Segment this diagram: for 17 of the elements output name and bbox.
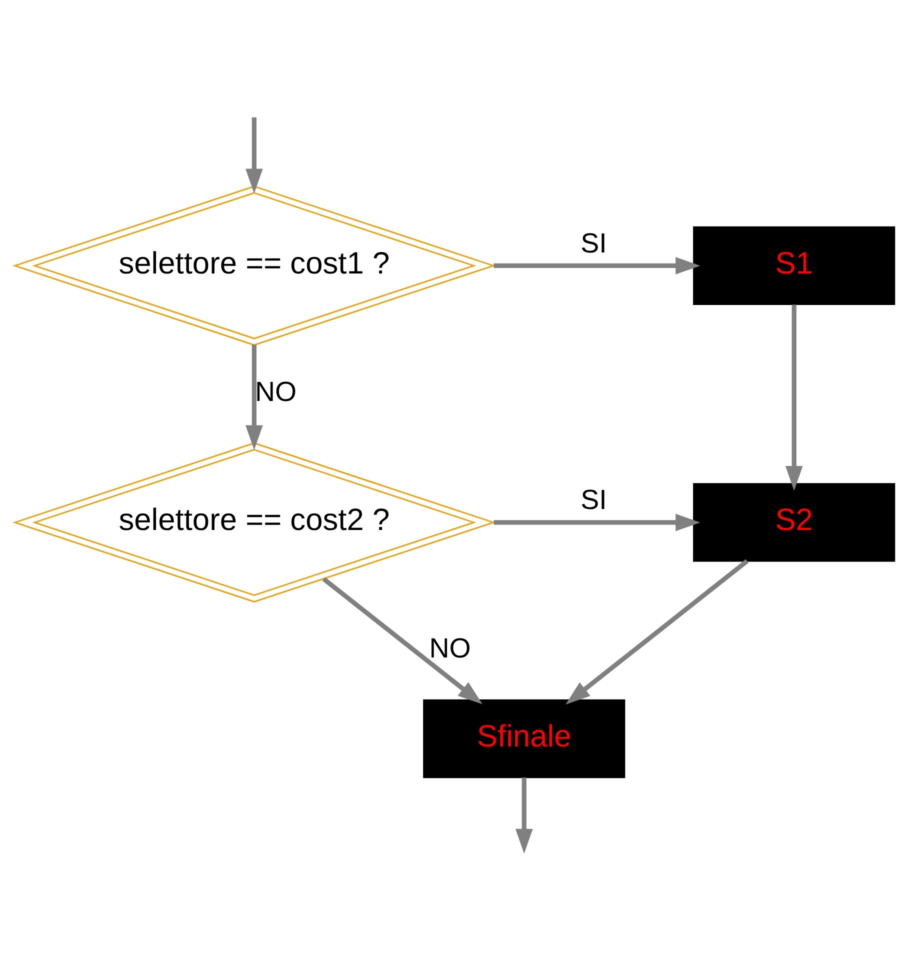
arrow: [494, 257, 700, 274]
arrow: [246, 344, 263, 450]
edge-label: SI: [580, 227, 607, 258]
arrow: [566, 559, 749, 704]
node-diamond: selettore == cost2 ?: [12, 442, 496, 603]
arrow: [246, 117, 263, 194]
edge-label: NO: [254, 376, 297, 407]
node-diamond: selettore == cost1 ?: [12, 186, 496, 346]
edge-label: NO: [429, 632, 471, 664]
node-box: S1: [693, 226, 896, 306]
edge-label: SI: [580, 484, 607, 516]
arrow: [785, 304, 803, 491]
node-box: S2: [693, 483, 896, 562]
node-box: Sfinale: [423, 699, 626, 778]
arrow: [494, 514, 700, 532]
arrow: [322, 577, 482, 704]
arrow: [515, 778, 533, 854]
